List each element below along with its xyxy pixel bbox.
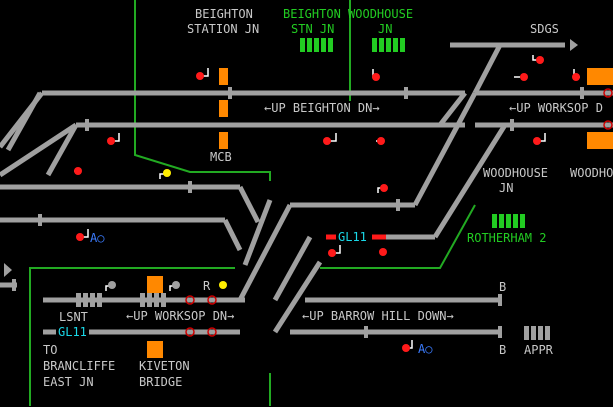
label-b-top: B xyxy=(499,280,507,294)
label-brancliffe: BRANCLIFFE xyxy=(43,359,116,373)
line-label-up-worksop-right: ←UP WORKSOP D xyxy=(507,101,605,115)
train-id-gl11-lower[interactable]: GL11 xyxy=(56,325,89,339)
label-woodhouse-jn-top: JN xyxy=(378,22,393,36)
label-east-jn: EAST JN xyxy=(43,375,94,389)
label-stn-jn: STN JN xyxy=(291,22,335,36)
track-joints xyxy=(12,87,584,338)
label-woodhouse-jn-2: JN xyxy=(499,181,514,195)
buffer-arrows xyxy=(4,39,578,277)
label-mcb: MCB xyxy=(210,150,232,164)
label-sdgs: SDGS xyxy=(530,22,559,36)
label-lsnt: LSNT xyxy=(59,310,88,324)
line-label-up-barrow-hill-down: ←UP BARROW HILL DOWN→ xyxy=(300,309,456,323)
line-label-up-worksop-dn: ←UP WORKSOP DN→ xyxy=(124,309,237,323)
label-to: TO xyxy=(43,343,58,357)
label-bridge: BRIDGE xyxy=(139,375,183,389)
label-beighton-station-jn: BEIGHTON xyxy=(195,7,253,21)
label-rotherham: ROTHERHAM 2 xyxy=(467,231,547,245)
signals[interactable] xyxy=(74,55,613,352)
level-crossings xyxy=(147,68,613,358)
label-r: R xyxy=(203,279,211,293)
label-b-bottom: B xyxy=(499,343,507,357)
auto-button-right[interactable]: A○ xyxy=(418,342,433,356)
area-boundary xyxy=(29,0,476,406)
tracks xyxy=(0,42,613,335)
label-woodhouse-jn: WOODHOUSE xyxy=(483,166,549,180)
label-woodhouse-right: WOODHOUSE xyxy=(570,166,613,180)
status-indicators xyxy=(300,38,525,228)
label-kiveton: KIVETON xyxy=(139,359,190,373)
auto-button-left[interactable]: A○ xyxy=(90,231,105,245)
label-beighton-station-jn-2: STATION JN xyxy=(187,22,260,36)
label-appr: APPR xyxy=(524,343,553,357)
line-label-up-beighton-dn: ←UP BEIGHTON DN→ xyxy=(262,101,382,115)
status-indicators-grey xyxy=(76,293,550,340)
train-id-gl11-mid[interactable]: GL11 xyxy=(338,230,367,244)
label-beighton-woodhouse: BEIGHTON WOODHOUSE xyxy=(283,7,414,21)
